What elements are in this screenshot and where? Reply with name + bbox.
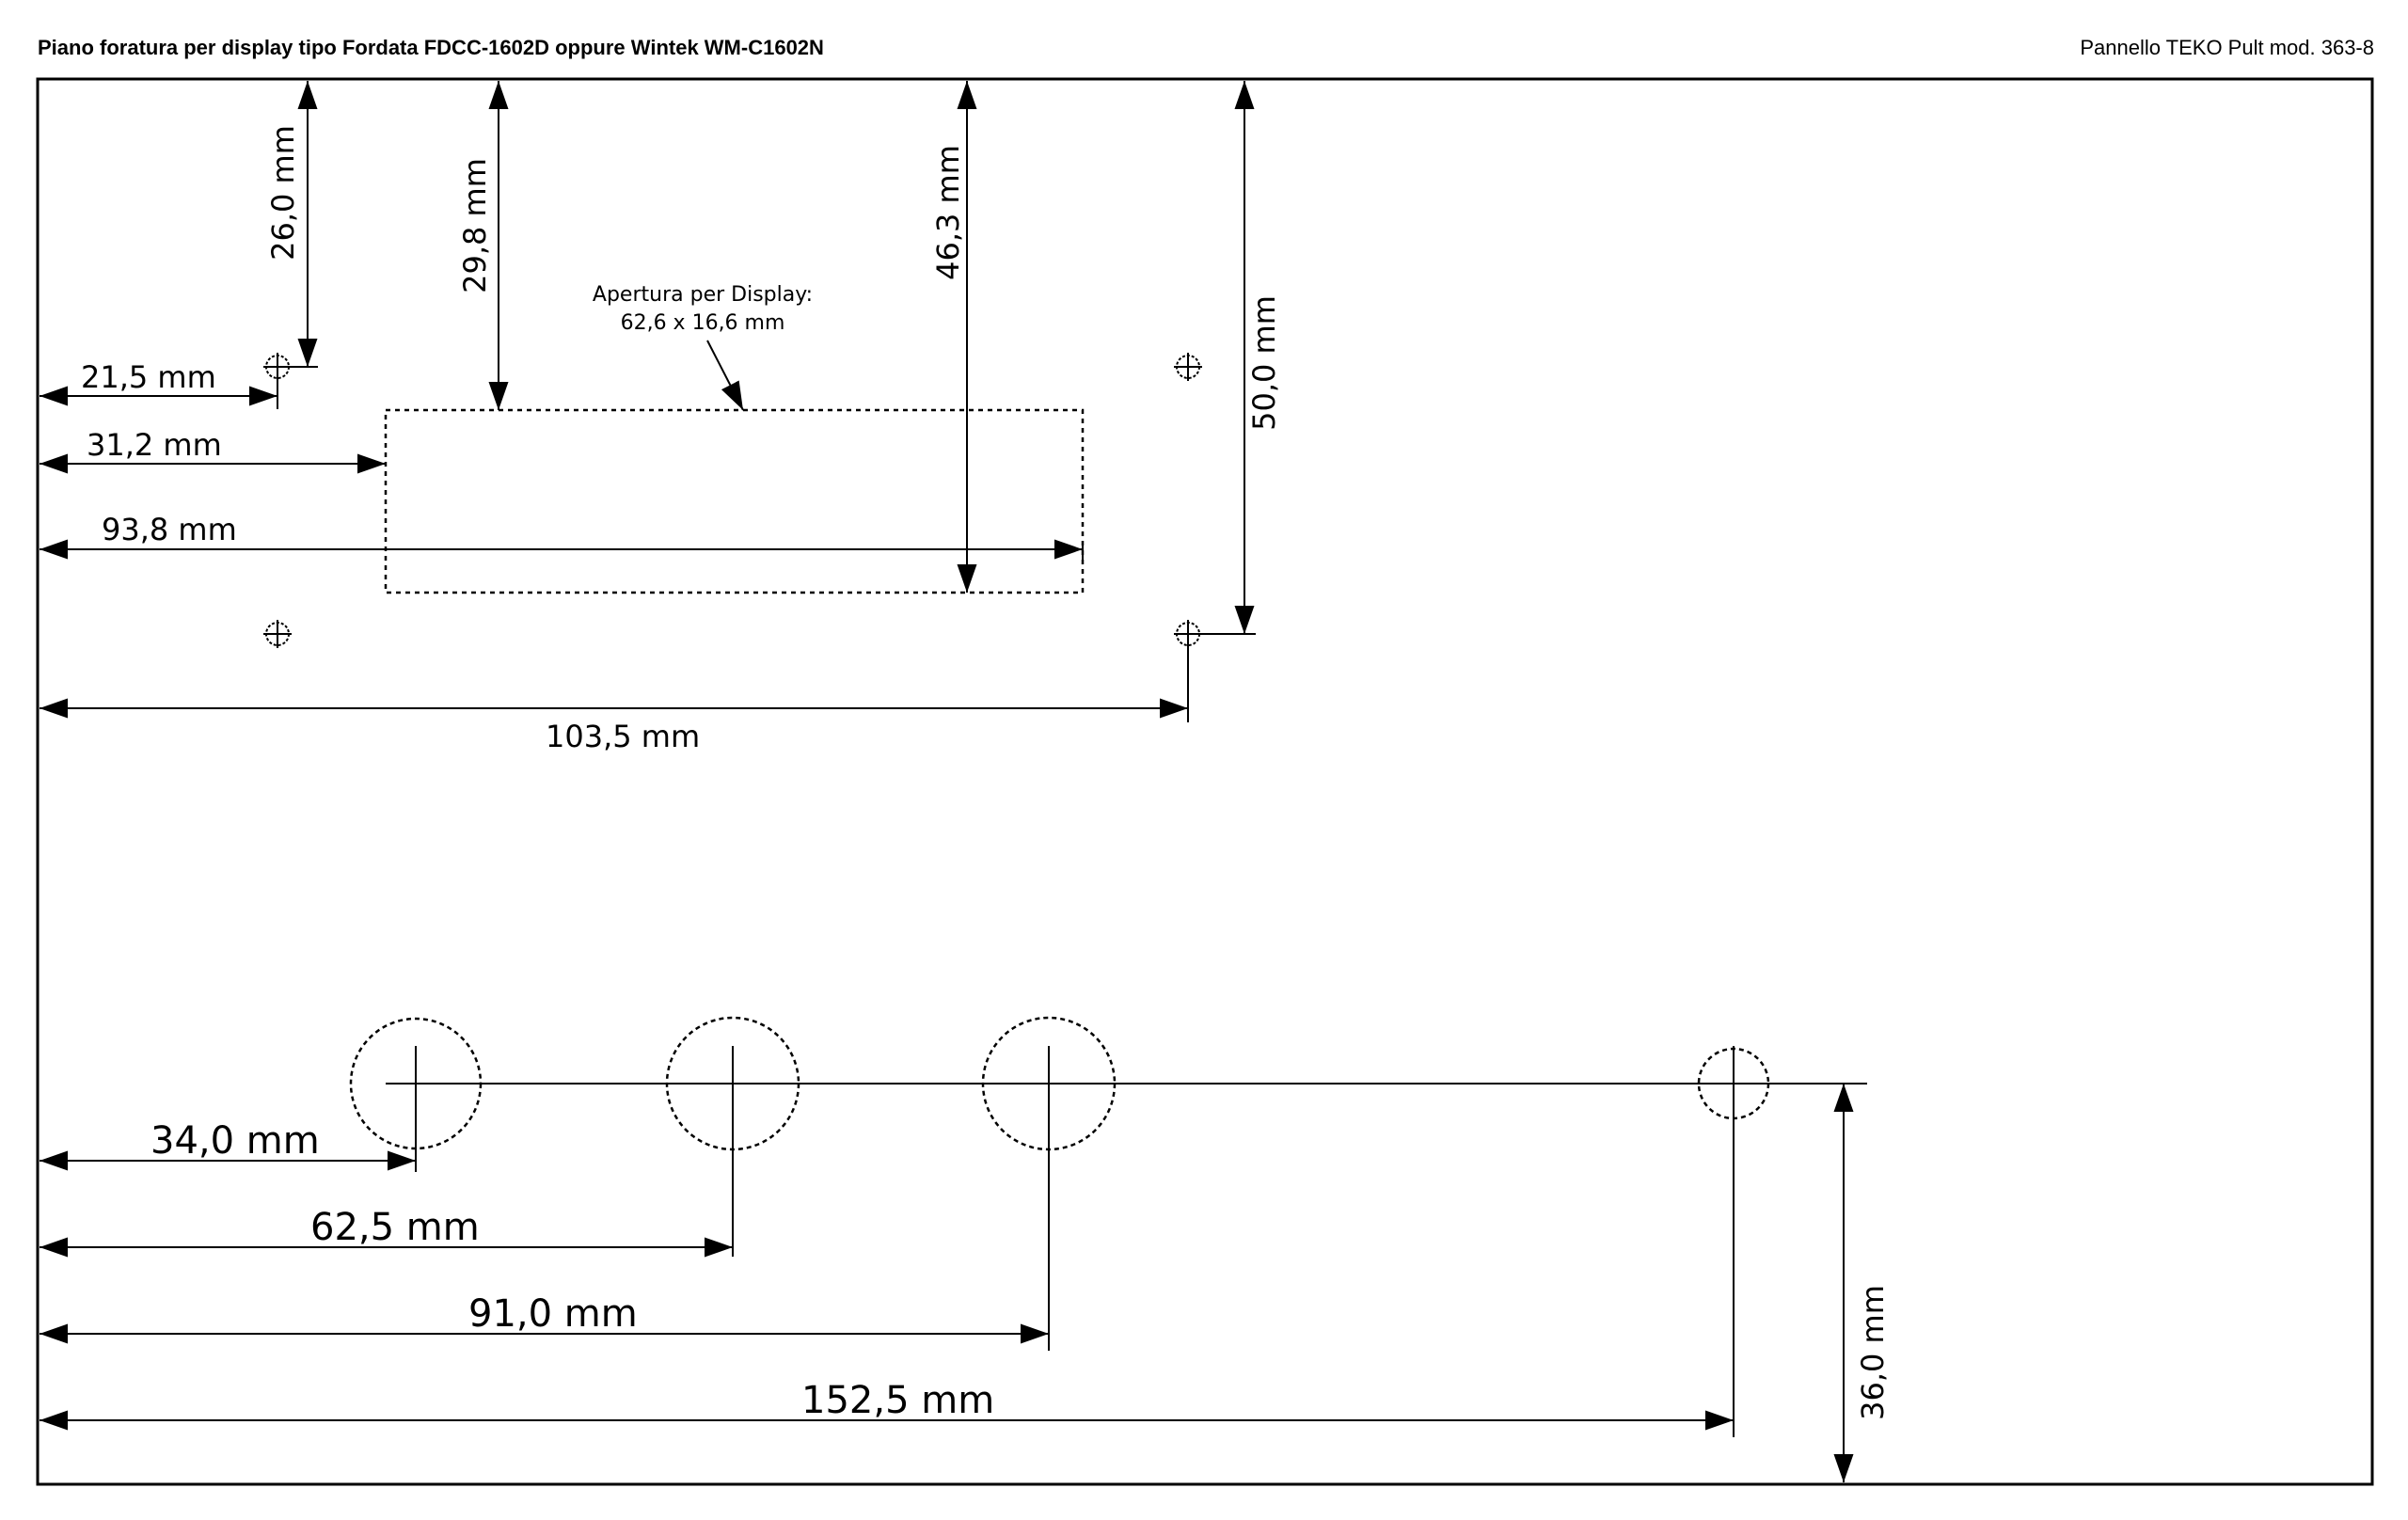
- dim-label-91: 91,0 mm: [468, 1292, 638, 1336]
- dim-label-26: 26,0 mm: [265, 125, 301, 261]
- panel-model-label: Pannello TEKO Pult mod. 363-8: [2080, 36, 2374, 59]
- dim-label-34: 34,0 mm: [150, 1119, 320, 1163]
- display-note-leader: [706, 340, 744, 411]
- dim-label-93-8: 93,8 mm: [102, 512, 237, 547]
- dim-label-36: 36,0 mm: [1855, 1285, 1891, 1420]
- mounting-hole-bottom-left: [263, 620, 292, 648]
- dim-label-21-5: 21,5 mm: [81, 359, 216, 395]
- mounting-hole-top-right: [1174, 353, 1202, 381]
- panel-outline: [36, 77, 2374, 1486]
- dim-label-29-8: 29,8 mm: [457, 158, 493, 293]
- dim-label-46-3: 46,3 mm: [930, 145, 966, 280]
- drawing-title: Piano foratura per display tipo Fordata …: [38, 36, 824, 59]
- dim-label-31-2: 31,2 mm: [87, 427, 222, 463]
- display-note-line2: 62,6 x 16,6 mm: [621, 311, 785, 335]
- dim-label-103-5: 103,5 mm: [546, 719, 700, 754]
- dim-label-50: 50,0 mm: [1246, 295, 1282, 431]
- display-cutout: [384, 408, 1085, 594]
- dim-label-62-5: 62,5 mm: [310, 1206, 480, 1249]
- dim-label-152-5: 152,5 mm: [801, 1379, 994, 1422]
- display-note-line1: Apertura per Display:: [593, 283, 813, 307]
